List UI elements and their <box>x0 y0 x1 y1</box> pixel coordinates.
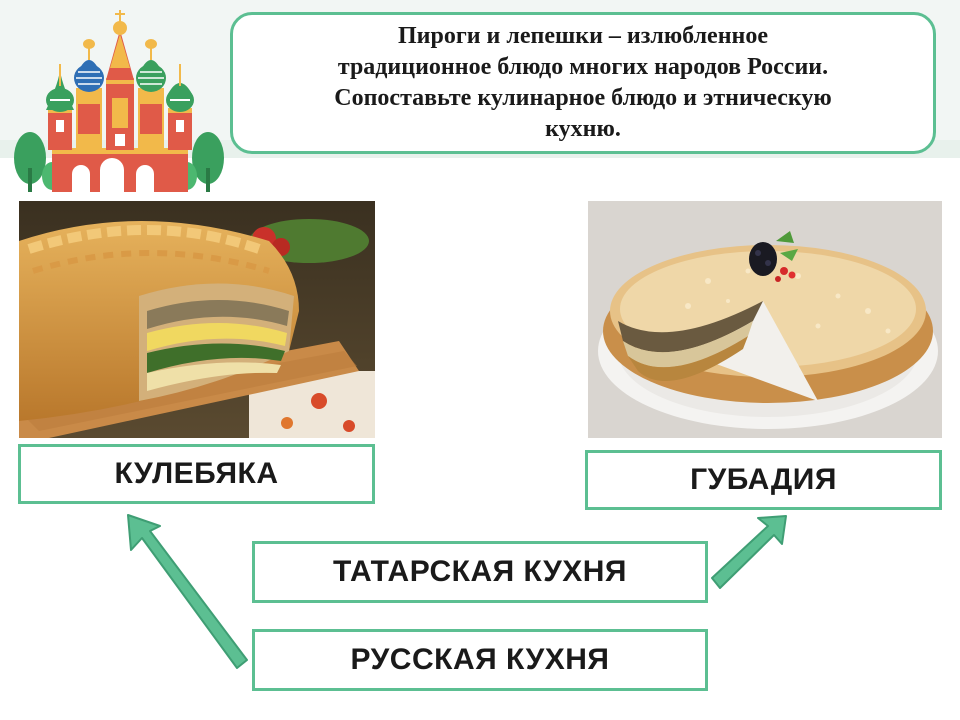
dish-label-gubadia[interactable]: ГУБАДИЯ <box>585 450 942 510</box>
dish-label-kulebyaka[interactable]: КУЛЕБЯКА <box>18 444 375 504</box>
gubadia-photo[interactable] <box>588 201 942 438</box>
task-line-4: кухню. <box>545 116 621 142</box>
task-line-2: традиционное блюдо многих народов России… <box>337 54 829 80</box>
arrow-up-right-icon <box>711 515 787 589</box>
task-instruction: Пироги и лепешки – излюбленное традицион… <box>230 12 936 154</box>
task-text: Пироги и лепешки – излюбленное традицион… <box>334 21 832 145</box>
kulebyaka-photo[interactable] <box>19 201 375 438</box>
kremlin-cathedral-icon <box>14 10 224 192</box>
cuisine-label-tatar[interactable]: ТАТАРСКАЯ КУХНЯ <box>252 541 708 603</box>
cuisine-label-russian[interactable]: РУССКАЯ КУХНЯ <box>252 629 708 691</box>
arrow-up-left-icon <box>127 514 248 669</box>
task-line-1: Пироги и лепешки – излюбленное <box>397 23 769 49</box>
task-line-3: Сопоставьте кулинарное блюдо и этническу… <box>334 85 832 111</box>
